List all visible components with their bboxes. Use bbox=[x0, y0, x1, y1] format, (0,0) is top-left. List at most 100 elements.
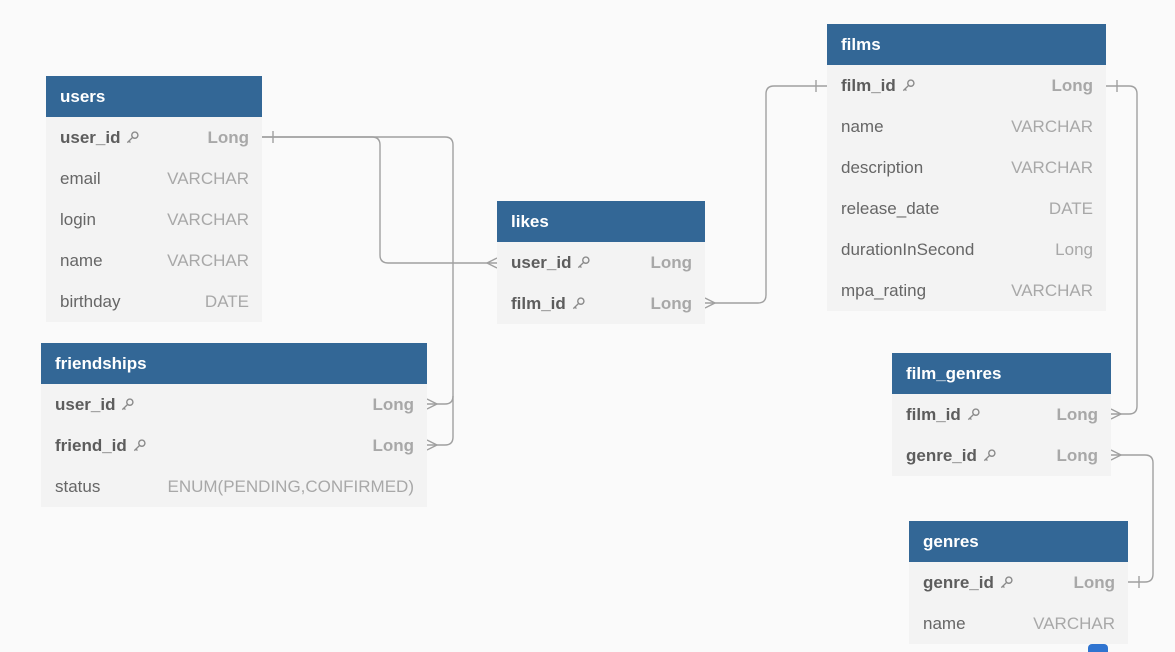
column-name-text: film_id bbox=[841, 75, 896, 95]
key-icon bbox=[966, 407, 981, 422]
table-row[interactable]: mpa_rating VARCHAR bbox=[827, 270, 1106, 311]
key-icon bbox=[120, 397, 135, 412]
column-name: release_date bbox=[841, 199, 939, 219]
column-type: DATE bbox=[1048, 198, 1093, 218]
column-name-text: user_id bbox=[55, 394, 116, 414]
relationship-films-film-genres bbox=[1106, 85, 1138, 415]
table-header[interactable]: friendships bbox=[41, 343, 427, 384]
table-row[interactable]: release_date DATE bbox=[827, 188, 1106, 229]
column-name: mpa_rating bbox=[841, 281, 926, 301]
table-row[interactable]: description VARCHAR bbox=[827, 147, 1106, 188]
key-icon bbox=[999, 575, 1014, 590]
table-row[interactable]: user_id Long bbox=[41, 384, 427, 425]
column-type: DATE bbox=[204, 291, 249, 311]
column-type: Long bbox=[1056, 445, 1098, 465]
table-header[interactable]: genres bbox=[909, 521, 1128, 562]
column-name-text: user_id bbox=[60, 127, 121, 147]
column-name-text: status bbox=[55, 476, 101, 496]
column-name: user_id bbox=[60, 128, 140, 148]
table-row[interactable]: user_id Long bbox=[46, 117, 262, 158]
table-header[interactable]: likes bbox=[497, 201, 705, 242]
key-icon bbox=[576, 255, 591, 270]
column-name-text: film_id bbox=[906, 404, 961, 424]
column-name-text: durationInSecond bbox=[841, 239, 975, 259]
key-icon bbox=[132, 438, 147, 453]
table-header[interactable]: users bbox=[46, 76, 262, 117]
column-name: film_id bbox=[841, 76, 916, 96]
table-row[interactable]: name VARCHAR bbox=[46, 240, 262, 281]
table-genres[interactable]: genres genre_id Long name VARCHAR bbox=[909, 521, 1128, 644]
column-name-text: genre_id bbox=[906, 445, 977, 465]
table-row[interactable]: email VARCHAR bbox=[46, 158, 262, 199]
corner-badge bbox=[1088, 644, 1108, 652]
column-type: Long bbox=[372, 435, 414, 455]
column-name-text: login bbox=[60, 209, 96, 229]
column-type: VARCHAR bbox=[167, 250, 249, 270]
table-row[interactable]: film_id Long bbox=[892, 394, 1111, 435]
column-name-text: genre_id bbox=[923, 572, 994, 592]
column-name: login bbox=[60, 210, 96, 230]
table-header[interactable]: film_genres bbox=[892, 353, 1111, 394]
table-row[interactable]: name VARCHAR bbox=[909, 603, 1128, 644]
column-name-text: description bbox=[841, 157, 924, 177]
column-type: VARCHAR bbox=[1011, 116, 1093, 136]
table-row[interactable]: friend_id Long bbox=[41, 425, 427, 466]
many-marker bbox=[485, 257, 498, 269]
column-name-text: release_date bbox=[841, 198, 940, 218]
table-row[interactable]: birthday DATE bbox=[46, 281, 262, 322]
column-name: name bbox=[923, 614, 966, 634]
column-name: birthday bbox=[60, 292, 120, 312]
column-name-text: user_id bbox=[511, 252, 572, 272]
column-name-text: name bbox=[60, 250, 103, 270]
column-name-text: name bbox=[841, 116, 884, 136]
relationship-users-friendships-friend bbox=[427, 396, 454, 446]
column-type: Long bbox=[1056, 404, 1098, 424]
many-marker bbox=[704, 297, 717, 309]
table-header[interactable]: films bbox=[827, 24, 1106, 65]
many-marker bbox=[1110, 449, 1123, 461]
column-type: Long bbox=[650, 293, 692, 313]
many-marker bbox=[426, 398, 439, 410]
column-name: name bbox=[841, 117, 884, 137]
column-name-text: birthday bbox=[60, 291, 121, 311]
table-row[interactable]: name VARCHAR bbox=[827, 106, 1106, 147]
table-row[interactable]: durationInSecond Long bbox=[827, 229, 1106, 270]
table-row[interactable]: genre_id Long bbox=[909, 562, 1128, 603]
key-icon bbox=[901, 78, 916, 93]
column-name-text: name bbox=[923, 613, 966, 633]
key-icon bbox=[125, 130, 140, 145]
column-name: user_id bbox=[55, 395, 135, 415]
column-name-text: mpa_rating bbox=[841, 280, 927, 300]
column-type: VARCHAR bbox=[1011, 280, 1093, 300]
column-name: film_id bbox=[906, 405, 981, 425]
column-type: Long bbox=[1073, 572, 1115, 592]
column-name: status bbox=[55, 477, 100, 497]
column-type: Long bbox=[1055, 239, 1093, 259]
many-marker bbox=[426, 439, 439, 451]
column-name-text: email bbox=[60, 168, 101, 188]
column-type: VARCHAR bbox=[167, 168, 249, 188]
relationship-genres-film-genres bbox=[1111, 454, 1154, 583]
column-name: genre_id bbox=[923, 573, 1014, 593]
column-name: durationInSecond bbox=[841, 240, 974, 260]
column-name: user_id bbox=[511, 253, 591, 273]
column-type: VARCHAR bbox=[1033, 613, 1115, 633]
column-name: description bbox=[841, 158, 923, 178]
table-row[interactable]: genre_id Long bbox=[892, 435, 1111, 476]
column-name-text: friend_id bbox=[55, 435, 127, 455]
column-type: Long bbox=[372, 394, 414, 414]
column-type: Long bbox=[207, 127, 249, 147]
column-type: VARCHAR bbox=[1011, 157, 1093, 177]
column-name: friend_id bbox=[55, 436, 147, 456]
